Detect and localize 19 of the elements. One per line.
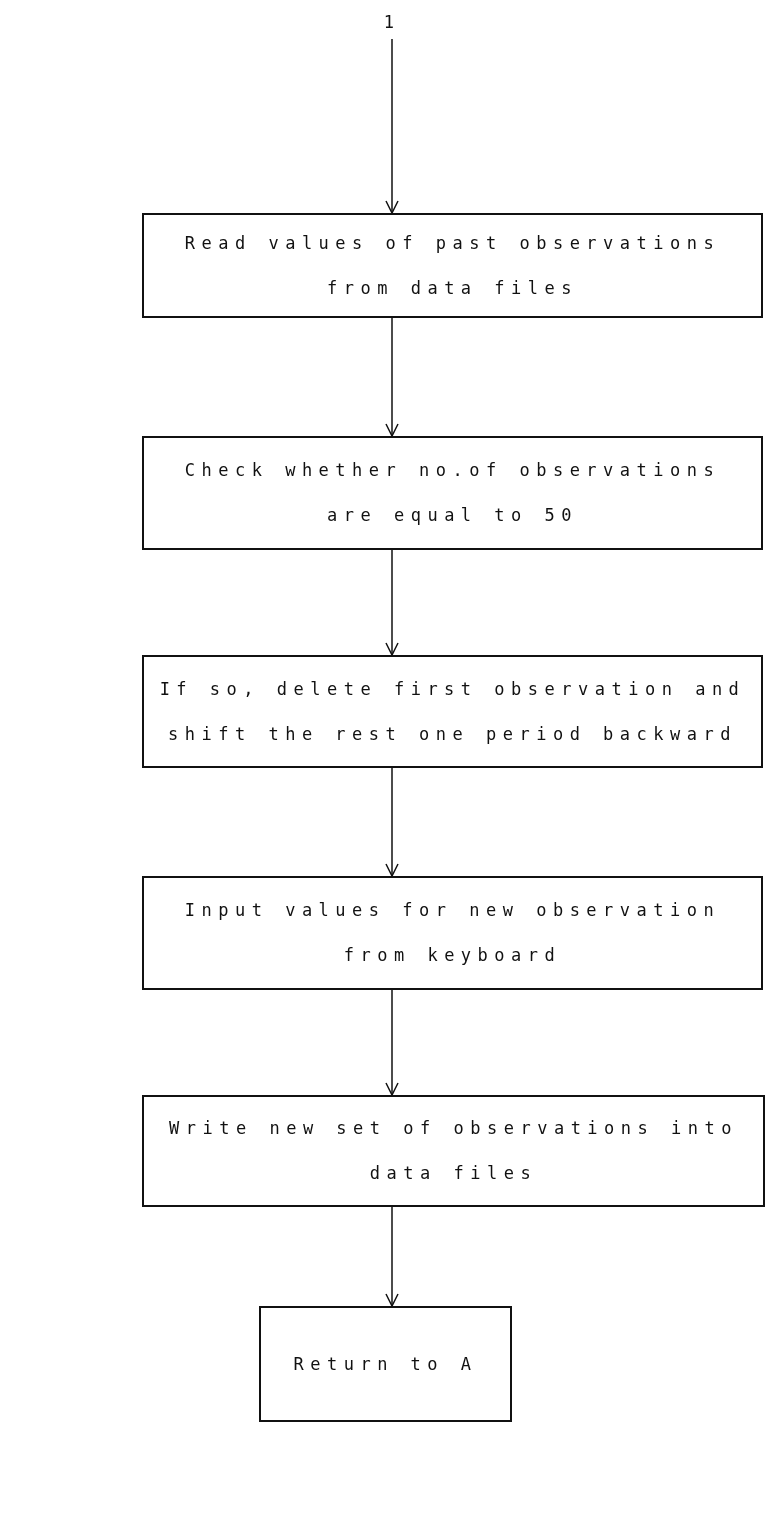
process-box <box>142 213 763 318</box>
process-box <box>142 876 763 990</box>
box-text: If so, delete first observation and shift the rest one period backward <box>158 677 747 746</box>
box-text: Write new set of observations into data files <box>168 1117 739 1185</box>
process-box <box>142 655 763 768</box>
box-text: Input values for new observation from keyboard <box>183 899 722 967</box>
process-box <box>142 1095 765 1207</box>
box-text: Read values of past observations from data files <box>183 231 722 300</box>
arrow <box>385 549 399 656</box>
arrow <box>385 989 399 1096</box>
connector-label: 1 <box>383 10 401 34</box>
arrow <box>385 38 399 214</box>
arrow <box>385 317 399 437</box>
arrow <box>385 767 399 877</box>
process-box <box>259 1306 512 1422</box>
arrow <box>385 1206 399 1307</box>
process-box <box>142 436 763 550</box>
box-text: Check whether no.of observations are equal to 50 <box>183 459 722 527</box>
box-text: Return to A <box>293 1352 478 1376</box>
